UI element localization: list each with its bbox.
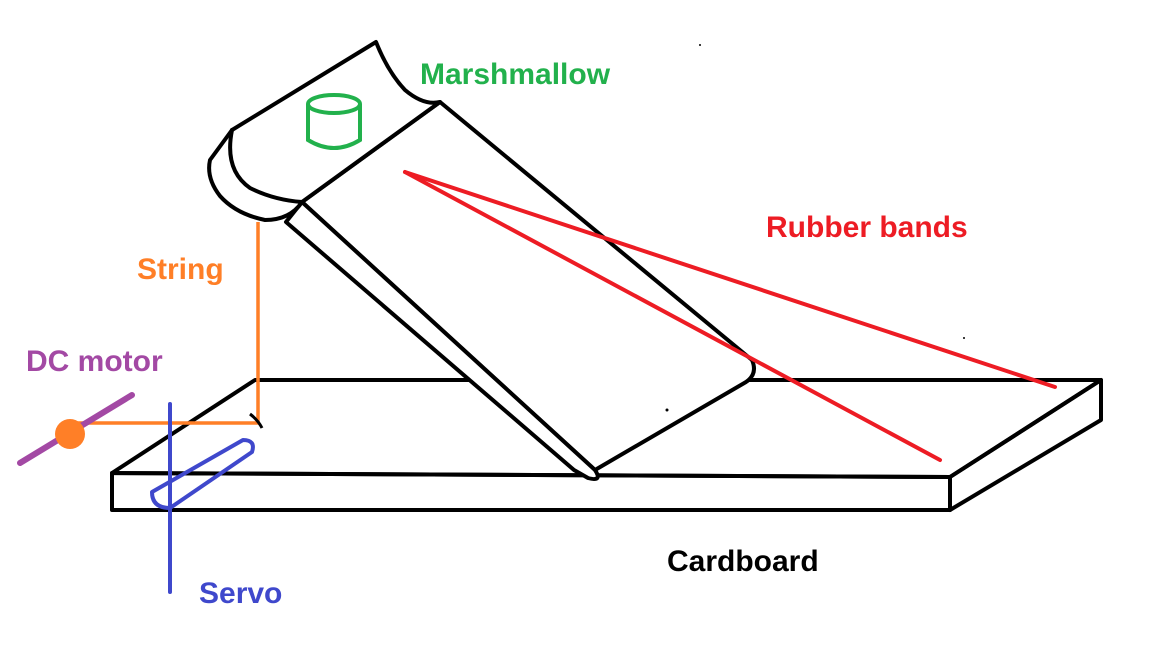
cardboard-label: Cardboard	[667, 545, 819, 578]
launch-arm	[207, 40, 756, 481]
servo	[150, 402, 255, 594]
marshmallow-icon	[306, 93, 362, 150]
string-label: String	[137, 253, 224, 286]
speck-marks	[665, 44, 965, 412]
rubber-bands	[403, 170, 1057, 462]
marshmallow-label: Marshmallow	[420, 58, 611, 91]
servo-label: Servo	[199, 577, 283, 610]
dc-motor	[17, 392, 135, 466]
dc-motor-label: DC motor	[26, 345, 163, 378]
cardboard-base	[110, 378, 1103, 512]
string-knot-mark	[249, 412, 264, 429]
rubber-bands-label: Rubber bands	[766, 211, 968, 244]
